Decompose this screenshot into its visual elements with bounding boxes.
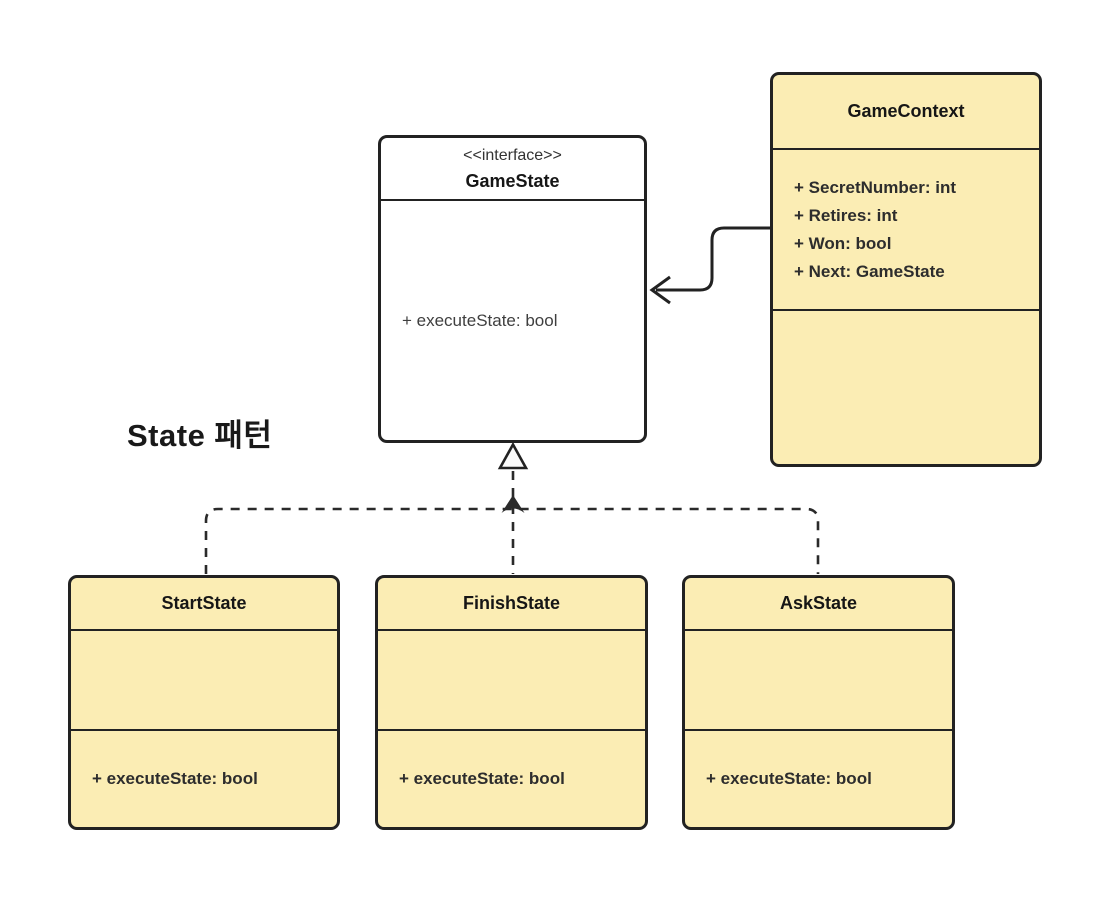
method-line: + executeState: bool [92,769,258,788]
gamestate-stereotype: <<interface>> [463,146,562,164]
realization-lines [204,441,820,574]
startstate-attributes [71,631,337,731]
uml-class-startstate[interactable]: StartState + executeState: bool [68,575,340,830]
finishstate-methods: + executeState: bool [378,731,645,827]
startstate-header: StartState [71,578,337,631]
askstate-methods: + executeState: bool [685,731,952,827]
uml-class-askstate[interactable]: AskState + executeState: bool [682,575,955,830]
merge-chevron-icon [501,495,525,513]
association-gamecontext-gamestate [649,226,770,305]
gamecontext-attributes: + SecretNumber: int + Retires: int + Won… [773,150,1039,311]
uml-class-gamecontext[interactable]: GameContext + SecretNumber: int + Retire… [770,72,1042,467]
uml-class-finishstate[interactable]: FinishState + executeState: bool [375,575,648,830]
attribute-line: + Next: GameState [794,261,945,281]
gamestate-methods: + executeState: bool [381,201,644,440]
gamecontext-header: GameContext [773,75,1039,150]
gamestate-title: GameState [465,170,560,191]
askstate-header: AskState [685,578,952,631]
finishstate-title: FinishState [462,593,560,613]
finishstate-attributes [378,631,645,731]
uml-class-gamestate[interactable]: <<interface>> GameState + executeState: … [378,135,647,443]
method-line: + executeState: bool [402,310,558,330]
startstate-methods: + executeState: bool [71,731,337,827]
method-line: + executeState: bool [706,769,872,788]
diagram-title: State 패턴 [127,418,273,453]
gamecontext-title: GameContext [847,101,965,121]
method-line: + executeState: bool [399,769,565,788]
askstate-title: AskState [779,593,858,613]
finishstate-header: FinishState [378,578,645,631]
startstate-title: StartState [161,593,247,613]
hollow-triangle-icon [497,441,529,470]
askstate-attributes [685,631,952,731]
gamestate-header: <<interface>> GameState [381,138,644,201]
attribute-line: + SecretNumber: int [794,177,957,197]
gamecontext-methods [773,311,1039,464]
attribute-line: + Won: bool [794,233,892,253]
open-arrowhead-icon [649,275,671,305]
attribute-line: + Retires: int [794,205,898,225]
